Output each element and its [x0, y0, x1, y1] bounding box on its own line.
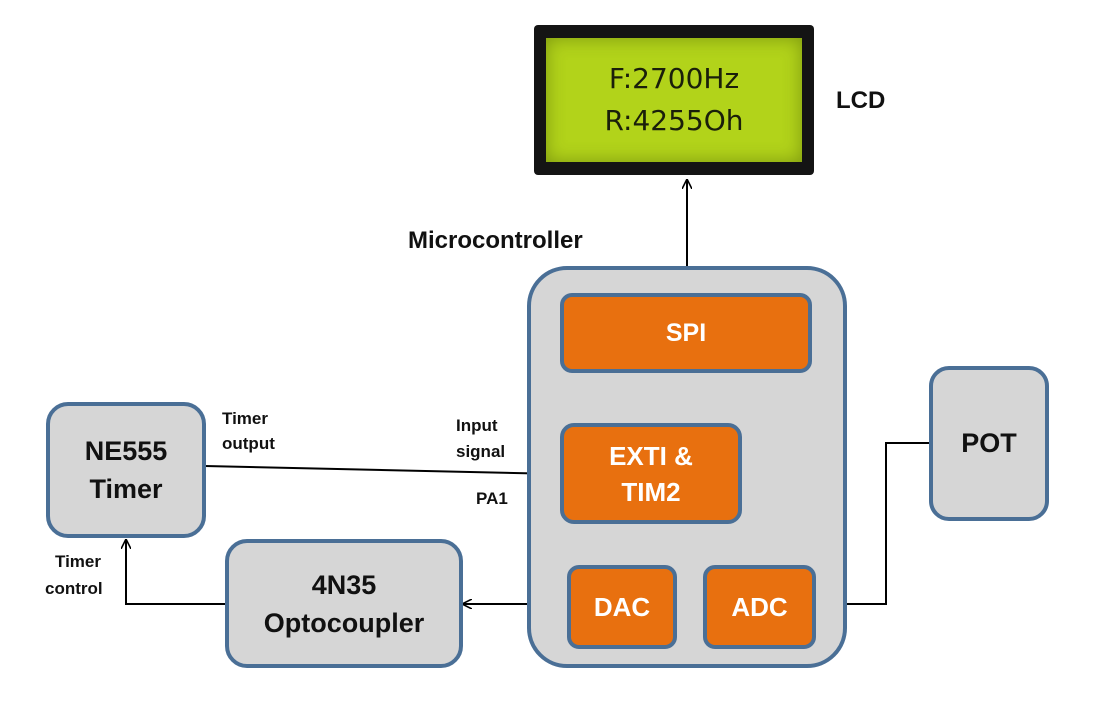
timer-output-label-1: Timer [222, 409, 268, 428]
dac-label: DAC [593, 591, 651, 622]
timer-control-label-1: Timer [55, 552, 101, 571]
pa1-label: PA1 [476, 489, 508, 508]
optocoupler-part-label: 4N35 [311, 569, 377, 600]
lcd-screen: F:2700Hz R:4255Oh [546, 38, 802, 162]
input-signal-label-1: Input [456, 416, 498, 435]
tim2-label: TIM2 [621, 476, 681, 507]
spi-block: SPI [560, 293, 812, 373]
adc-label: ADC [731, 591, 788, 622]
ne555-label: NE555 [84, 436, 168, 466]
adc-block: ADC [703, 565, 816, 649]
spi-label: SPI [665, 318, 707, 347]
pot-block: POT [929, 366, 1049, 521]
ne555-timer-block: NE555 Timer [46, 402, 206, 538]
optocoupler-label: Optocoupler [263, 607, 425, 638]
lcd-line-2: R:4255Oh [604, 104, 744, 137]
exti-tim2-block: EXTI & TIM2 [560, 423, 742, 524]
timer-control-label-2: control [45, 579, 103, 598]
timer-output-arrow [204, 465, 560, 474]
dac-block: DAC [567, 565, 677, 649]
timer-output-label-2: output [222, 434, 275, 453]
microcontroller-title: Microcontroller [408, 227, 583, 254]
input-signal-label-2: signal [456, 442, 506, 461]
pot-label: POT [961, 428, 1017, 458]
lcd-label: LCD [836, 87, 886, 114]
timer-control-arrow [126, 540, 225, 605]
pot-to-adc-arrow [816, 442, 930, 604]
optocoupler-block: 4N35 Optocoupler [225, 539, 463, 668]
exti-label: EXTI & [609, 440, 693, 471]
lcd-line-1: F:2700Hz [608, 62, 740, 95]
timer-label: Timer [89, 474, 163, 504]
